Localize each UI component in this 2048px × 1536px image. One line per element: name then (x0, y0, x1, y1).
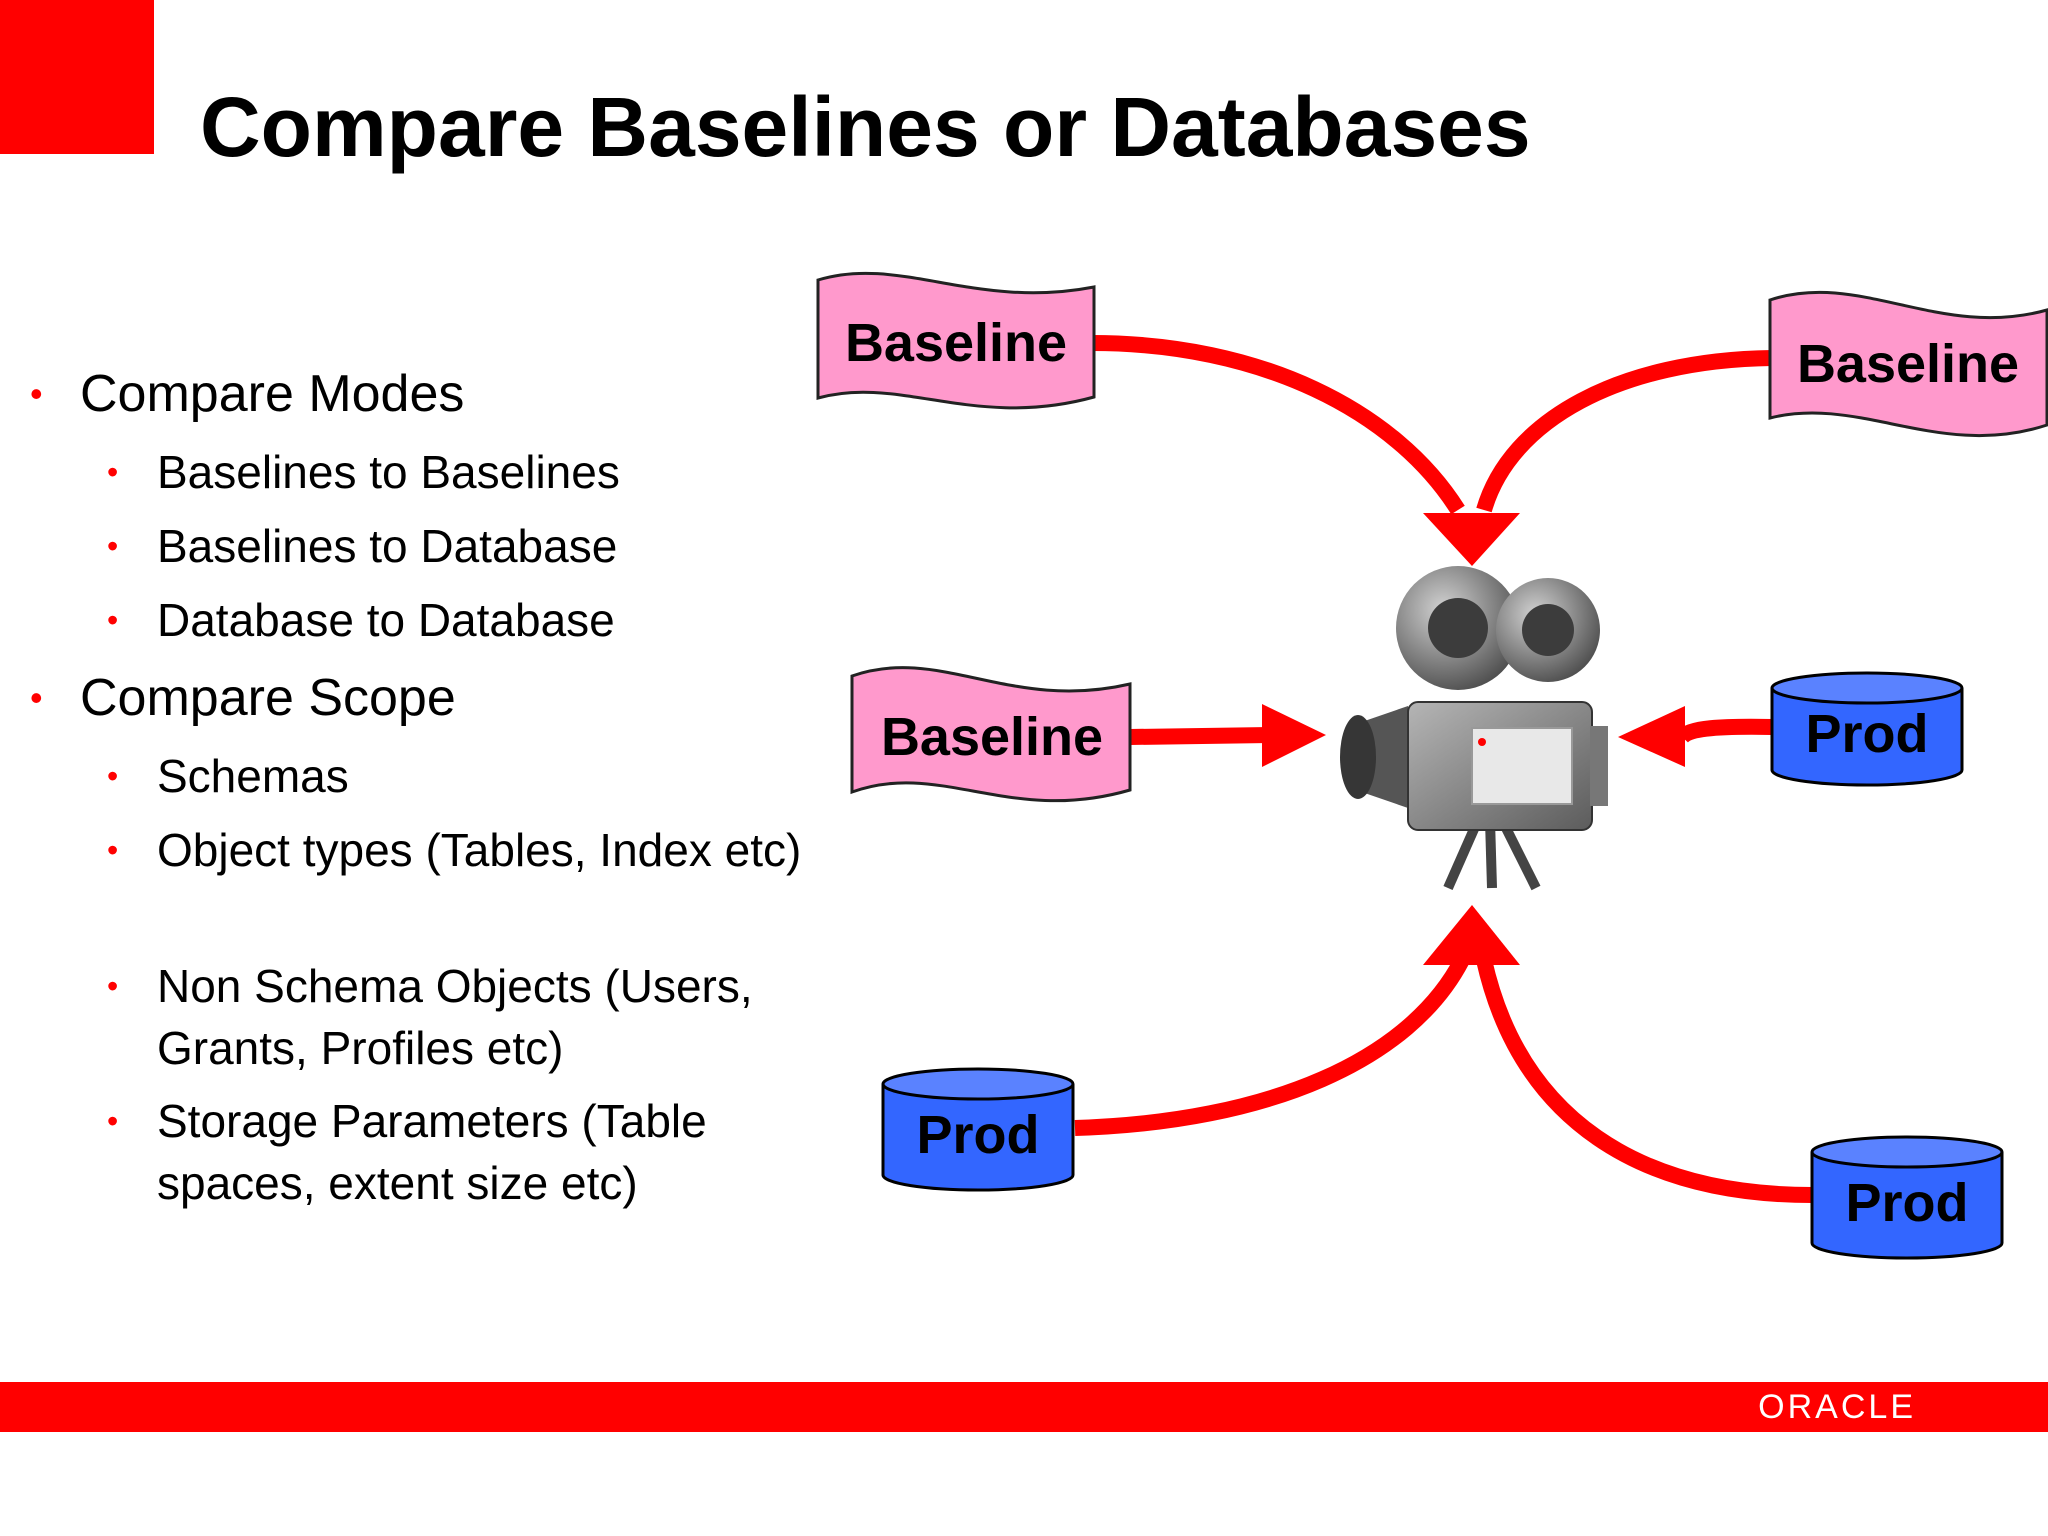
bullet-dot: • (107, 528, 119, 564)
baseline-label: Baseline (1797, 334, 2019, 394)
bullet-text: Schemas (157, 750, 349, 802)
prod-database-mid-right: Prod (1770, 671, 1964, 787)
bullet-dot: • (107, 602, 119, 638)
bullet-dot: • (107, 1103, 119, 1139)
arrow-baseline-top-right (1476, 350, 1773, 513)
movie-camera-icon (1340, 566, 1608, 891)
connector-arrows (1074, 335, 1813, 1203)
bullet-item: • Database to Database (107, 589, 837, 651)
bullet-text: Compare Scope (80, 669, 456, 727)
bullet-text: Database to Database (157, 594, 615, 646)
bullet-dot: • (30, 677, 43, 718)
bullet-item: • Baselines to Baselines (107, 441, 837, 503)
prod-database-bottom-left: Prod (881, 1067, 1075, 1192)
bullet-text: Non Schema Objects (Users, Grants, Profi… (157, 960, 753, 1074)
bullet-dot: • (107, 968, 119, 1004)
arrowhead-left (1618, 706, 1685, 767)
bullet-compare-scope: • Compare Scope (30, 667, 456, 729)
arrow-prod-bottom-left (1074, 956, 1470, 1136)
bullet-text: Baselines to Baselines (157, 446, 620, 498)
bullet-text: Baselines to Database (157, 520, 618, 572)
corner-accent-block (0, 0, 154, 154)
arrow-baseline-top-left (1091, 335, 1465, 515)
bullet-dot: • (107, 758, 119, 794)
bullet-text: Compare Modes (80, 365, 465, 423)
arrowhead-up (1423, 905, 1520, 965)
bullet-dot: • (30, 373, 43, 414)
arrow-prod-mid-right (1676, 718, 1773, 744)
prod-label: Prod (1845, 1173, 1968, 1233)
prod-database-bottom-right: Prod (1810, 1135, 2004, 1260)
prod-label: Prod (1805, 704, 1928, 764)
oracle-logo: ORACLE (1758, 1388, 1916, 1426)
footer-bar (0, 1382, 2048, 1432)
baseline-banner-top-right: Baseline (1768, 290, 2048, 438)
bullet-list: • Compare Modes • Baselines to Baselines… (0, 0, 860, 1300)
arrowhead-right (1262, 704, 1326, 767)
bullet-item: • Schemas (107, 745, 837, 807)
arrow-baseline-mid-left (1129, 727, 1271, 745)
bullet-item: • Storage Parameters (Table spaces, exte… (107, 1090, 837, 1214)
bullet-dot: • (107, 832, 119, 868)
bullet-compare-modes: • Compare Modes (30, 363, 465, 425)
bullet-item: • Object types (Tables, Index etc) (107, 819, 837, 881)
arrowhead-down (1423, 513, 1520, 566)
bullet-text: Object types (Tables, Index etc) (157, 824, 802, 876)
baseline-label: Baseline (881, 707, 1103, 767)
arrow-prod-bottom-right (1476, 958, 1813, 1203)
prod-label: Prod (916, 1105, 1039, 1165)
bullet-text: Storage Parameters (Table spaces, extent… (157, 1095, 707, 1209)
baseline-banner-top-left: Baseline (816, 271, 1096, 410)
bullet-item: • Baselines to Database (107, 515, 837, 577)
slide-title: Compare Baselines or Databases (200, 80, 1531, 174)
baseline-label: Baseline (845, 313, 1067, 373)
bullet-dot: • (107, 454, 119, 490)
baseline-banner-mid-left: Baseline (850, 666, 1132, 803)
bullet-item: • Non Schema Objects (Users, Grants, Pro… (107, 955, 837, 1079)
